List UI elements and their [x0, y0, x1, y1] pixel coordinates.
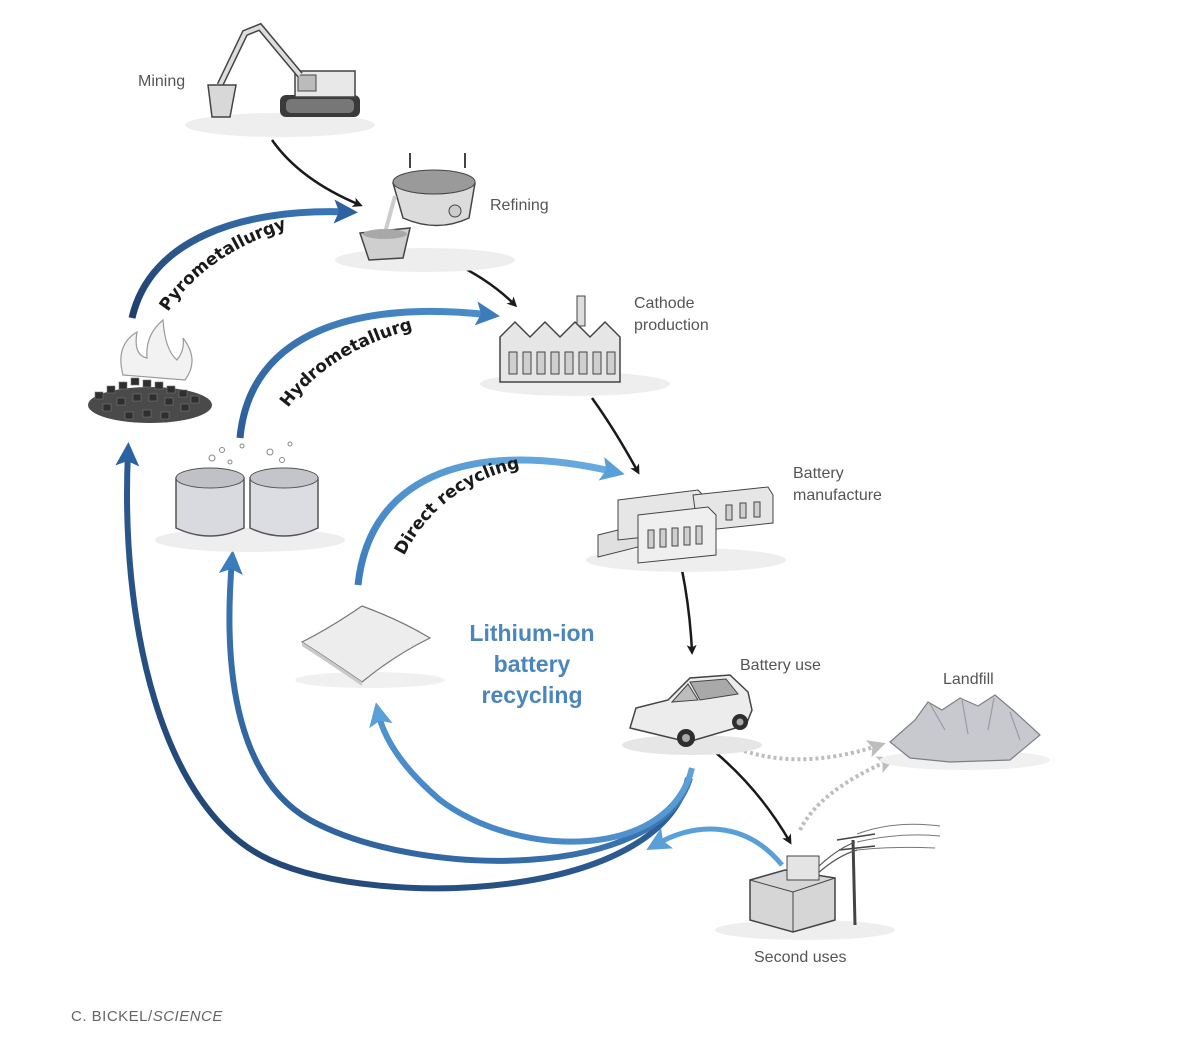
center-title: Lithium-ion battery recycling	[452, 618, 612, 711]
battery-use-label: Battery use	[740, 657, 821, 674]
arrow-use-to-second-uses	[714, 751, 792, 845]
flame-icon	[120, 318, 193, 381]
arc-direct-recycling	[354, 456, 625, 586]
center-title-line2: battery	[493, 651, 571, 677]
disposal-arrows	[721, 740, 896, 831]
center-title-line1: Lithium-ion	[469, 620, 595, 646]
mining-label: Mining	[138, 73, 186, 90]
arc-to-pyrometallurgy	[115, 442, 691, 892]
factory-icon	[480, 295, 670, 396]
second-uses-label: Second uses	[754, 949, 847, 966]
image-credit: C. BICKEL/SCIENCE	[71, 1008, 223, 1025]
hydrometallurgy-label: Hydrometallurgy	[0, 0, 414, 411]
arc-second-uses-return	[646, 826, 784, 867]
arrow-manufacture-to-use	[680, 569, 697, 655]
cathode-sheet-icon	[295, 605, 445, 688]
battery-manufacture-line1: Battery	[793, 465, 844, 482]
transformer-icon	[715, 823, 941, 940]
arc-pyrometallurgy	[128, 199, 358, 319]
landfill-icon	[880, 694, 1050, 770]
center-title-line3: recycling	[481, 682, 583, 708]
leaching-tanks-icon	[155, 441, 345, 552]
cathode-label-line2: production	[634, 317, 709, 334]
ladle-icon	[335, 153, 515, 272]
credit-publication: SCIENCE	[152, 1008, 223, 1025]
car-icon	[622, 674, 762, 755]
battery-manufacture-line2: manufacture	[793, 487, 882, 504]
arrow-cathode-to-manufacture	[590, 397, 640, 475]
battery-plant-icon	[586, 486, 786, 572]
cathode-production-label: Cathode production	[634, 293, 709, 337]
arc-hydrometallurgy	[236, 301, 500, 439]
shredded-pellets-icon	[88, 318, 212, 423]
arc-to-direct-recycling	[369, 702, 695, 845]
production-flow-arrows	[270, 139, 792, 845]
arrow-second-uses-to-landfill	[798, 756, 896, 831]
cathode-label-line1: Cathode	[634, 295, 695, 312]
arrow-use-to-landfill	[721, 740, 886, 762]
credit-author: C. BICKEL/	[71, 1008, 153, 1025]
arrow-mining-to-refining	[270, 139, 363, 207]
excavator-icon	[185, 22, 375, 137]
recycling-arcs	[115, 199, 784, 892]
landfill-label: Landfill	[943, 671, 994, 688]
arc-to-hydrometallurgy	[218, 550, 693, 864]
battery-manufacture-label: Battery manufacture	[793, 463, 882, 507]
refining-label: Refining	[490, 197, 549, 214]
